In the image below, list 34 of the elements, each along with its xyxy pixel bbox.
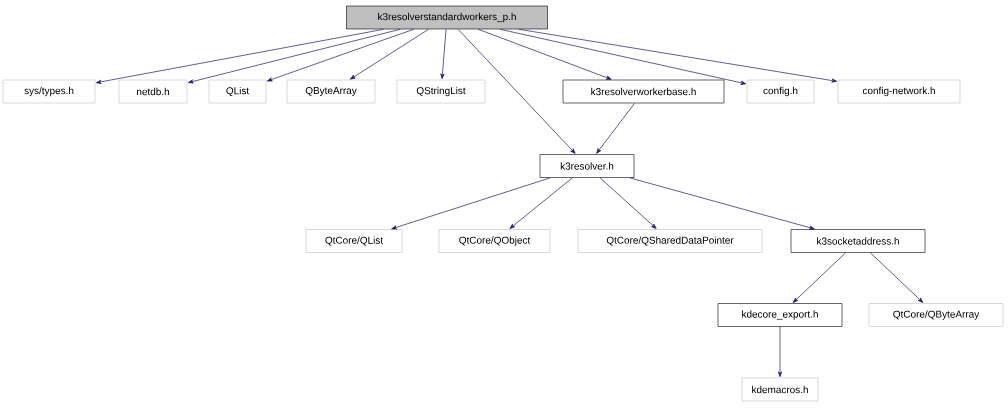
root-file-box: k3resolverstandardworkers_p.h — [346, 5, 548, 30]
arrow — [629, 177, 815, 230]
external-header-box: sys/types.h — [2, 79, 96, 104]
external-header-box: QtCore/QObject — [438, 229, 551, 253]
arrow — [870, 252, 924, 303]
arrow — [350, 28, 429, 80]
external-header-box: config-network.h — [837, 79, 961, 104]
arrow — [499, 28, 747, 85]
external-header-box: QtCore/QList — [305, 229, 403, 253]
external-header-box: QByteArray — [286, 79, 376, 104]
header-file-box: k3resolverworkerbase.h — [562, 79, 725, 104]
external-header-box: QStringList — [396, 79, 486, 104]
arrow — [599, 177, 657, 229]
arrow — [596, 102, 635, 154]
arrow — [440, 28, 447, 79]
header-file-box: kdecore_export.h — [717, 303, 843, 327]
external-header-box: QList — [208, 79, 267, 104]
external-header-box: QtCore/QSharedDataPointer — [577, 229, 763, 253]
arrow — [518, 28, 838, 83]
arrow — [96, 28, 384, 84]
header-file-box: k3socketaddress.h — [790, 229, 926, 253]
arrow — [509, 177, 573, 229]
header-file-box: k3resolver.h — [539, 154, 635, 178]
external-header-box: kdemacros.h — [741, 377, 819, 402]
arrow — [477, 28, 612, 80]
arrow — [266, 28, 414, 82]
arrow — [792, 252, 846, 303]
arrow — [391, 177, 551, 230]
arrow — [187, 28, 401, 84]
external-header-box: netdb.h — [118, 79, 188, 104]
external-header-box: config.h — [746, 79, 815, 104]
arrow — [457, 28, 576, 154]
arrow — [777, 326, 783, 377]
external-header-box: QtCore/QByteArray — [868, 303, 1004, 327]
